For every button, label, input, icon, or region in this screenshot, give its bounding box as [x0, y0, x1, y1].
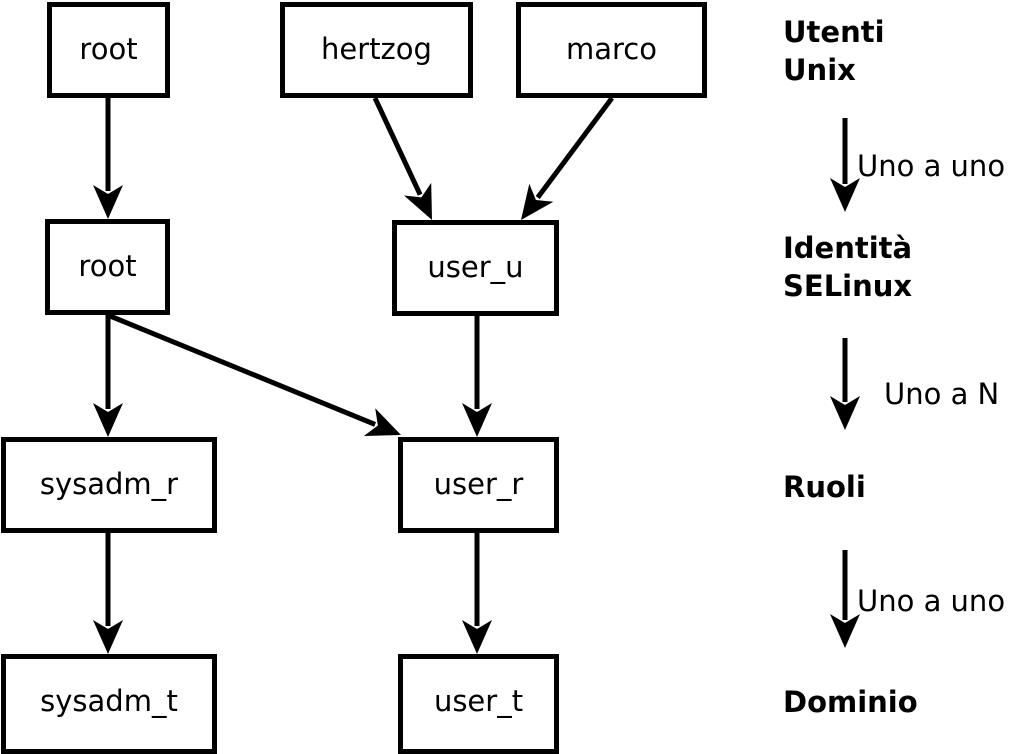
node-box-dom-sysadmt — [1, 654, 217, 754]
node-dom-usert[interactable]: user_t — [398, 654, 559, 754]
node-ident-useru[interactable]: user_u — [392, 220, 559, 316]
node-unix-root[interactable]: root — [47, 2, 170, 98]
legend-heading-line: Unix — [783, 53, 856, 87]
legend-heading-line: Identità — [783, 231, 912, 265]
legend-arrow-a2 — [830, 338, 860, 430]
edge-ident-useru-to-role-userr — [462, 316, 492, 437]
node-label-dom-usert: user_t — [434, 684, 523, 718]
nodes-layer: root hertzog marco root user_u sysadm_r user_r… — [1, 2, 707, 754]
edge-ident-root-to-role-userr — [109, 313, 401, 437]
edge-unix-hertzog-to-ident-useru — [372, 96, 432, 220]
node-box-unix-root — [47, 2, 170, 98]
legend-heading-line: Ruoli — [783, 470, 866, 504]
node-label-ident-useru: user_u — [427, 250, 523, 284]
legend-arrow-label-a1: Uno a uno — [857, 149, 1005, 183]
node-ident-root[interactable]: root — [45, 219, 170, 315]
node-box-role-userr — [398, 437, 559, 533]
legend-heading-line: Dominio — [783, 685, 918, 719]
edge-role-sysadmr-to-dom-sysadmt — [93, 533, 123, 654]
edge-ident-root-to-role-sysadmr — [93, 315, 123, 437]
node-role-userr[interactable]: user_r — [398, 437, 559, 533]
node-box-dom-usert — [398, 654, 559, 754]
legend-heading-line: Utenti — [783, 15, 885, 49]
node-label-role-userr: user_r — [434, 467, 524, 501]
edge-unix-root-to-ident-root — [93, 98, 123, 219]
node-label-dom-sysadmt: sysadm_t — [40, 684, 178, 718]
node-dom-sysadmt[interactable]: sysadm_t — [1, 654, 217, 754]
legend-arrow-a3 — [830, 550, 860, 648]
legend-arrow-a1 — [830, 118, 860, 212]
node-box-unix-hertzog — [280, 2, 473, 98]
node-box-role-sysadmr — [1, 437, 217, 533]
node-box-ident-useru — [392, 220, 559, 316]
node-label-unix-marco: marco — [566, 32, 657, 66]
legend-heading-line: SELinux — [783, 269, 912, 303]
node-label-role-sysadmr: sysadm_r — [40, 467, 178, 501]
legend-arrow-label-a2: Uno a N — [884, 377, 999, 411]
node-label-unix-root: root — [79, 32, 137, 66]
node-box-unix-marco — [516, 2, 707, 98]
legend-arrow-label-a3: Uno a uno — [857, 584, 1005, 618]
legend-heading-h4: Dominio — [783, 685, 918, 719]
node-box-ident-root — [45, 219, 170, 315]
node-label-ident-root: root — [78, 249, 136, 283]
node-unix-marco[interactable]: marco — [516, 2, 707, 98]
edges-layer — [93, 96, 615, 654]
node-unix-hertzog[interactable]: hertzog — [280, 2, 473, 98]
edge-role-userr-to-dom-usert — [462, 533, 492, 654]
node-role-sysadmr[interactable]: sysadm_r — [1, 437, 217, 533]
legend-heading-h3: Ruoli — [783, 470, 866, 504]
edge-unix-marco-to-ident-useru — [521, 96, 615, 220]
node-label-unix-hertzog: hertzog — [321, 32, 432, 66]
